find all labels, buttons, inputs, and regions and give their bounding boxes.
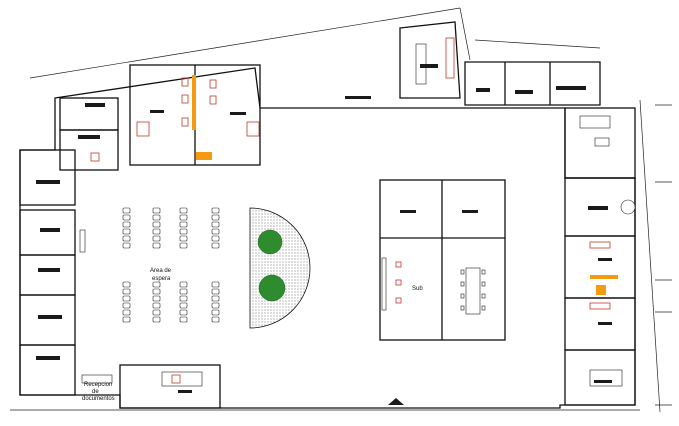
reception: Recepcion de documentos	[81, 364, 221, 409]
waiting-chair	[179, 214, 188, 221]
waiting-chair	[211, 309, 220, 316]
left-offices	[19, 97, 119, 396]
grid-ticks	[655, 104, 672, 406]
waiting-seats	[122, 207, 220, 323]
reception-label-line1: Recepcion	[84, 382, 112, 388]
waiting-chair	[122, 207, 131, 214]
waiting-chair	[152, 221, 161, 228]
waiting-chair	[152, 228, 161, 235]
waiting-chair	[211, 288, 220, 295]
waiting-chair	[152, 214, 161, 221]
waiting-chair	[211, 316, 220, 323]
waiting-chair	[179, 221, 188, 228]
waiting-chair	[211, 281, 220, 288]
restrooms	[129, 64, 261, 166]
site-boundary	[10, 7, 661, 413]
waiting-chair	[211, 242, 220, 249]
waiting-chair	[122, 242, 131, 249]
waiting-chair	[152, 207, 161, 214]
tree-icon	[258, 274, 286, 302]
waiting-chair	[152, 235, 161, 242]
waiting-chair	[122, 214, 131, 221]
waiting-chair	[122, 221, 131, 228]
building-outline	[19, 21, 636, 409]
waiting-chair	[211, 221, 220, 228]
waiting-chair	[152, 316, 161, 323]
garden	[249, 207, 311, 329]
waiting-chair	[179, 235, 188, 242]
waiting-chair	[152, 302, 161, 309]
entrance-marker	[388, 398, 404, 405]
waiting-chair	[211, 235, 220, 242]
tree-icon	[257, 229, 283, 255]
waiting-chair	[179, 302, 188, 309]
waiting-chair	[179, 281, 188, 288]
waiting-chair	[122, 295, 131, 302]
central-rooms: Sub	[379, 179, 506, 341]
waiting-chair	[179, 316, 188, 323]
waiting-chair	[211, 295, 220, 302]
waiting-chair	[211, 207, 220, 214]
waiting-chair	[152, 281, 161, 288]
waiting-chair	[122, 302, 131, 309]
reception-label-line2: de	[92, 389, 99, 395]
waiting-chair	[179, 309, 188, 316]
lobby-label: Sub	[412, 286, 423, 292]
waiting-chair	[152, 295, 161, 302]
waiting-chair	[122, 316, 131, 323]
waiting-chair	[179, 295, 188, 302]
top-right-rooms	[345, 37, 586, 99]
waiting-chair	[122, 235, 131, 242]
right-offices	[564, 107, 636, 406]
waiting-area-label-line1: Area de	[150, 268, 172, 274]
waiting-chair	[122, 309, 131, 316]
waiting-chair	[179, 242, 188, 249]
waiting-chair	[122, 281, 131, 288]
waiting-chair	[179, 228, 188, 235]
waiting-chair	[152, 242, 161, 249]
waiting-chair	[122, 228, 131, 235]
waiting-chair	[122, 288, 131, 295]
waiting-chair	[179, 288, 188, 295]
reception-label-line3: documentos	[82, 396, 115, 402]
waiting-chair	[152, 288, 161, 295]
waiting-chair	[152, 309, 161, 316]
waiting-area-label-line2: espera	[152, 276, 171, 282]
waiting-chair	[211, 302, 220, 309]
waiting-chair	[211, 214, 220, 221]
waiting-chair	[179, 207, 188, 214]
waiting-chair	[211, 228, 220, 235]
